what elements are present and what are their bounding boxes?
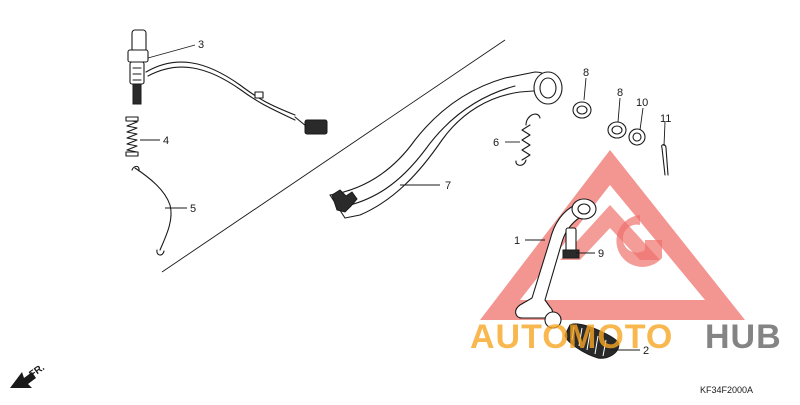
watermark-word-auto: AUTO xyxy=(470,318,570,356)
cotter-pin xyxy=(661,144,669,176)
step-holder xyxy=(329,71,563,219)
callout-9: 9 xyxy=(598,248,604,260)
oil-seal-upper xyxy=(572,101,592,119)
callout-5: 5 xyxy=(190,203,196,215)
callout-6: 6 xyxy=(493,137,499,149)
return-spring xyxy=(515,113,541,166)
oil-seal-lower xyxy=(607,121,627,139)
watermark-triangle xyxy=(480,150,745,320)
separator-line xyxy=(161,39,506,273)
washer xyxy=(628,128,646,146)
watermark-m-shape xyxy=(560,205,660,260)
spring-part xyxy=(125,116,139,157)
watermark-word-moto: MOTO xyxy=(568,318,673,356)
brake-pedal xyxy=(515,198,597,329)
callout-2: 2 xyxy=(643,345,649,357)
callout-4: 4 xyxy=(163,135,169,147)
callout-7: 7 xyxy=(445,180,451,192)
direction-indicator: FR. xyxy=(10,362,47,388)
leader-lines xyxy=(140,44,666,351)
watermark-g-shape xyxy=(616,215,662,267)
rod-part xyxy=(131,165,172,256)
callout-8-lower: 8 xyxy=(617,87,623,99)
front-arrow-icon xyxy=(10,372,36,388)
callout-11: 11 xyxy=(660,113,671,125)
callout-3: 3 xyxy=(198,39,204,51)
watermark-word-hub: HUB xyxy=(705,318,782,356)
callout-8-upper: 8 xyxy=(583,67,589,79)
callout-1: 1 xyxy=(514,235,520,247)
bolt-part xyxy=(562,227,580,259)
watermark-logo xyxy=(480,150,745,320)
brake-light-switch xyxy=(127,29,328,135)
diagram-code: KF34F2000A xyxy=(700,385,753,395)
pedal-rubber xyxy=(564,323,620,359)
callout-10: 10 xyxy=(636,97,648,109)
watermark-wordmark: AUTO MOTO HUB xyxy=(470,318,782,356)
